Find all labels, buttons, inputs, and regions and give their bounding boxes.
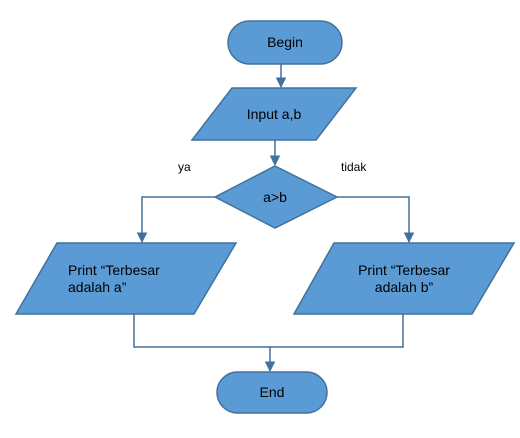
decision-label: a>b (263, 189, 287, 205)
decision-diamond (213, 165, 339, 229)
print-a-label: Print “Terbesar adalah a” (68, 262, 160, 295)
input-label: Input a,b (246, 106, 302, 122)
edge-decision-no (337, 196, 415, 244)
edge-print-b-to-merge (270, 314, 404, 348)
edge-print-a-to-merge (133, 314, 270, 348)
print-b-label: Print “Terbesar adalah b” (358, 262, 450, 295)
print-b-parallelogram (292, 242, 516, 315)
edge-decision-yes (136, 196, 215, 244)
no-branch-label: tidak (341, 160, 367, 174)
print-a-parallelogram (14, 242, 238, 315)
end-label: End (259, 384, 285, 400)
input-parallelogram (190, 87, 358, 141)
begin-label: Begin (267, 34, 303, 50)
begin-terminator (227, 20, 343, 65)
yes-branch-label: ya (178, 160, 191, 174)
